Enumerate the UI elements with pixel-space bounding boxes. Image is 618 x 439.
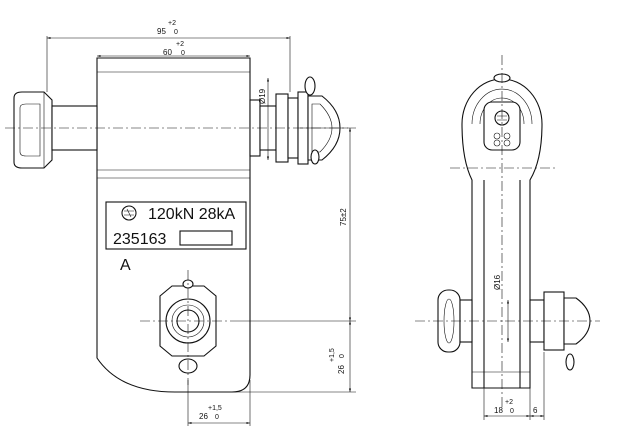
front-dimensions: +2 95 0 +2 60 0 Ø19 75±2 +1,5 26 0 +1,5 …: [46, 20, 356, 426]
dim-bottom-offset-lower: 0: [339, 354, 346, 358]
dim-center-distance: 75±2: [339, 208, 348, 226]
manufacturer-logo-icon: [121, 205, 137, 221]
dim-bottom-offset-upper: +1,5: [329, 348, 336, 362]
bolt-head-left: [13, 91, 98, 169]
dim-total-width-upper: +2: [168, 20, 176, 27]
dim-bottom-width-upper: +1,5: [208, 405, 222, 412]
dim-bottom-width-nominal: 26: [199, 412, 208, 421]
side-view: [415, 55, 600, 410]
dim-side-width-nominal: 18: [494, 406, 503, 415]
dim-side-width-lower: 0: [510, 408, 514, 415]
view-label-a: A: [120, 257, 131, 274]
side-dimensions: Ø16 +2 18 0 6: [483, 274, 545, 420]
dim-body-width-lower: 0: [181, 50, 185, 57]
dim-bottom-offset-nominal: 26: [337, 365, 346, 374]
dim-side-width-upper: +2: [505, 399, 513, 406]
plate-blank-field: [179, 230, 233, 246]
dim-total-width-lower: 0: [174, 29, 178, 36]
plate-serial: 235163: [113, 231, 166, 248]
side-shackle-outline: [461, 78, 543, 389]
dim-body-width-nominal: 60: [163, 48, 172, 57]
dim-side-extra: 6: [533, 406, 538, 415]
front-view: 120kN 28kA 235163 A: [5, 57, 348, 393]
plate-rating: 120kN 28kA: [148, 206, 235, 223]
dim-total-width-nominal: 95: [157, 27, 166, 36]
dim-bottom-width-lower: 0: [215, 414, 219, 421]
nameplate: 120kN 28kA 235163: [105, 201, 247, 250]
dim-body-width-upper: +2: [176, 41, 184, 48]
dim-pin-diameter: Ø19: [258, 88, 267, 104]
dim-side-pin-diameter: Ø16: [493, 274, 502, 290]
